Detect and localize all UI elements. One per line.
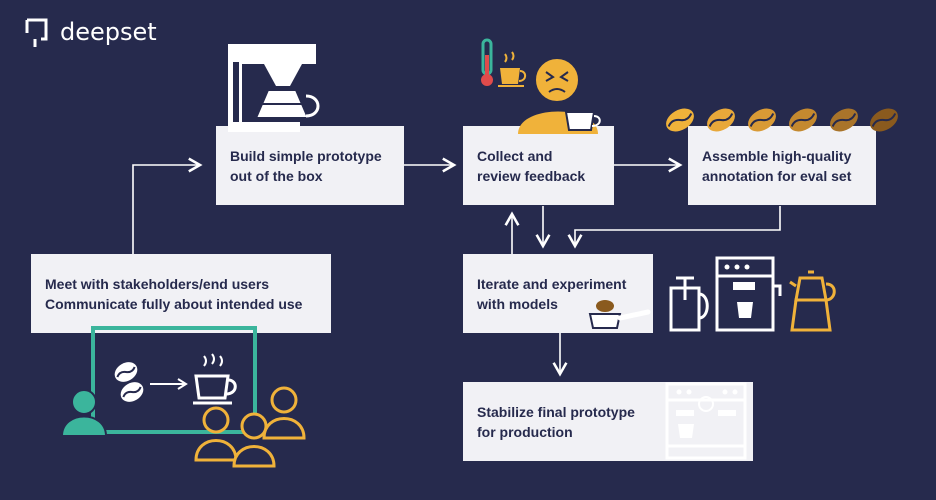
logo-icon	[25, 18, 48, 47]
step-iterate-label: Iterate and experiment with models	[477, 275, 627, 312]
arrow-assemble-to-iterate	[567, 206, 781, 249]
step-assemble-label: Assemble high-quality annotation for eva…	[702, 147, 852, 184]
step-assemble-annotation: Assemble high-quality annotation for eva…	[688, 126, 876, 205]
step-stabilize-prototype: Stabilize final prototype for production	[463, 382, 753, 461]
step-collect-label: Collect and review feedback	[477, 147, 586, 184]
step-meet-stakeholders: Meet with stakeholders/end users Communi…	[31, 254, 331, 333]
arrow-meet-to-build	[132, 157, 203, 254]
step-collect-feedback: Collect and review feedback	[463, 126, 614, 205]
step-iterate-experiment: Iterate and experiment with models	[463, 254, 653, 333]
logo-text: deepset	[60, 18, 157, 46]
step-stabilize-label: Stabilize final prototype for production	[477, 403, 635, 440]
step-build-label: Build simple prototype out of the box	[230, 147, 382, 184]
step-build-prototype: Build simple prototype out of the box	[216, 126, 404, 205]
step-meet-label: Meet with stakeholders/end users Communi…	[45, 275, 303, 312]
